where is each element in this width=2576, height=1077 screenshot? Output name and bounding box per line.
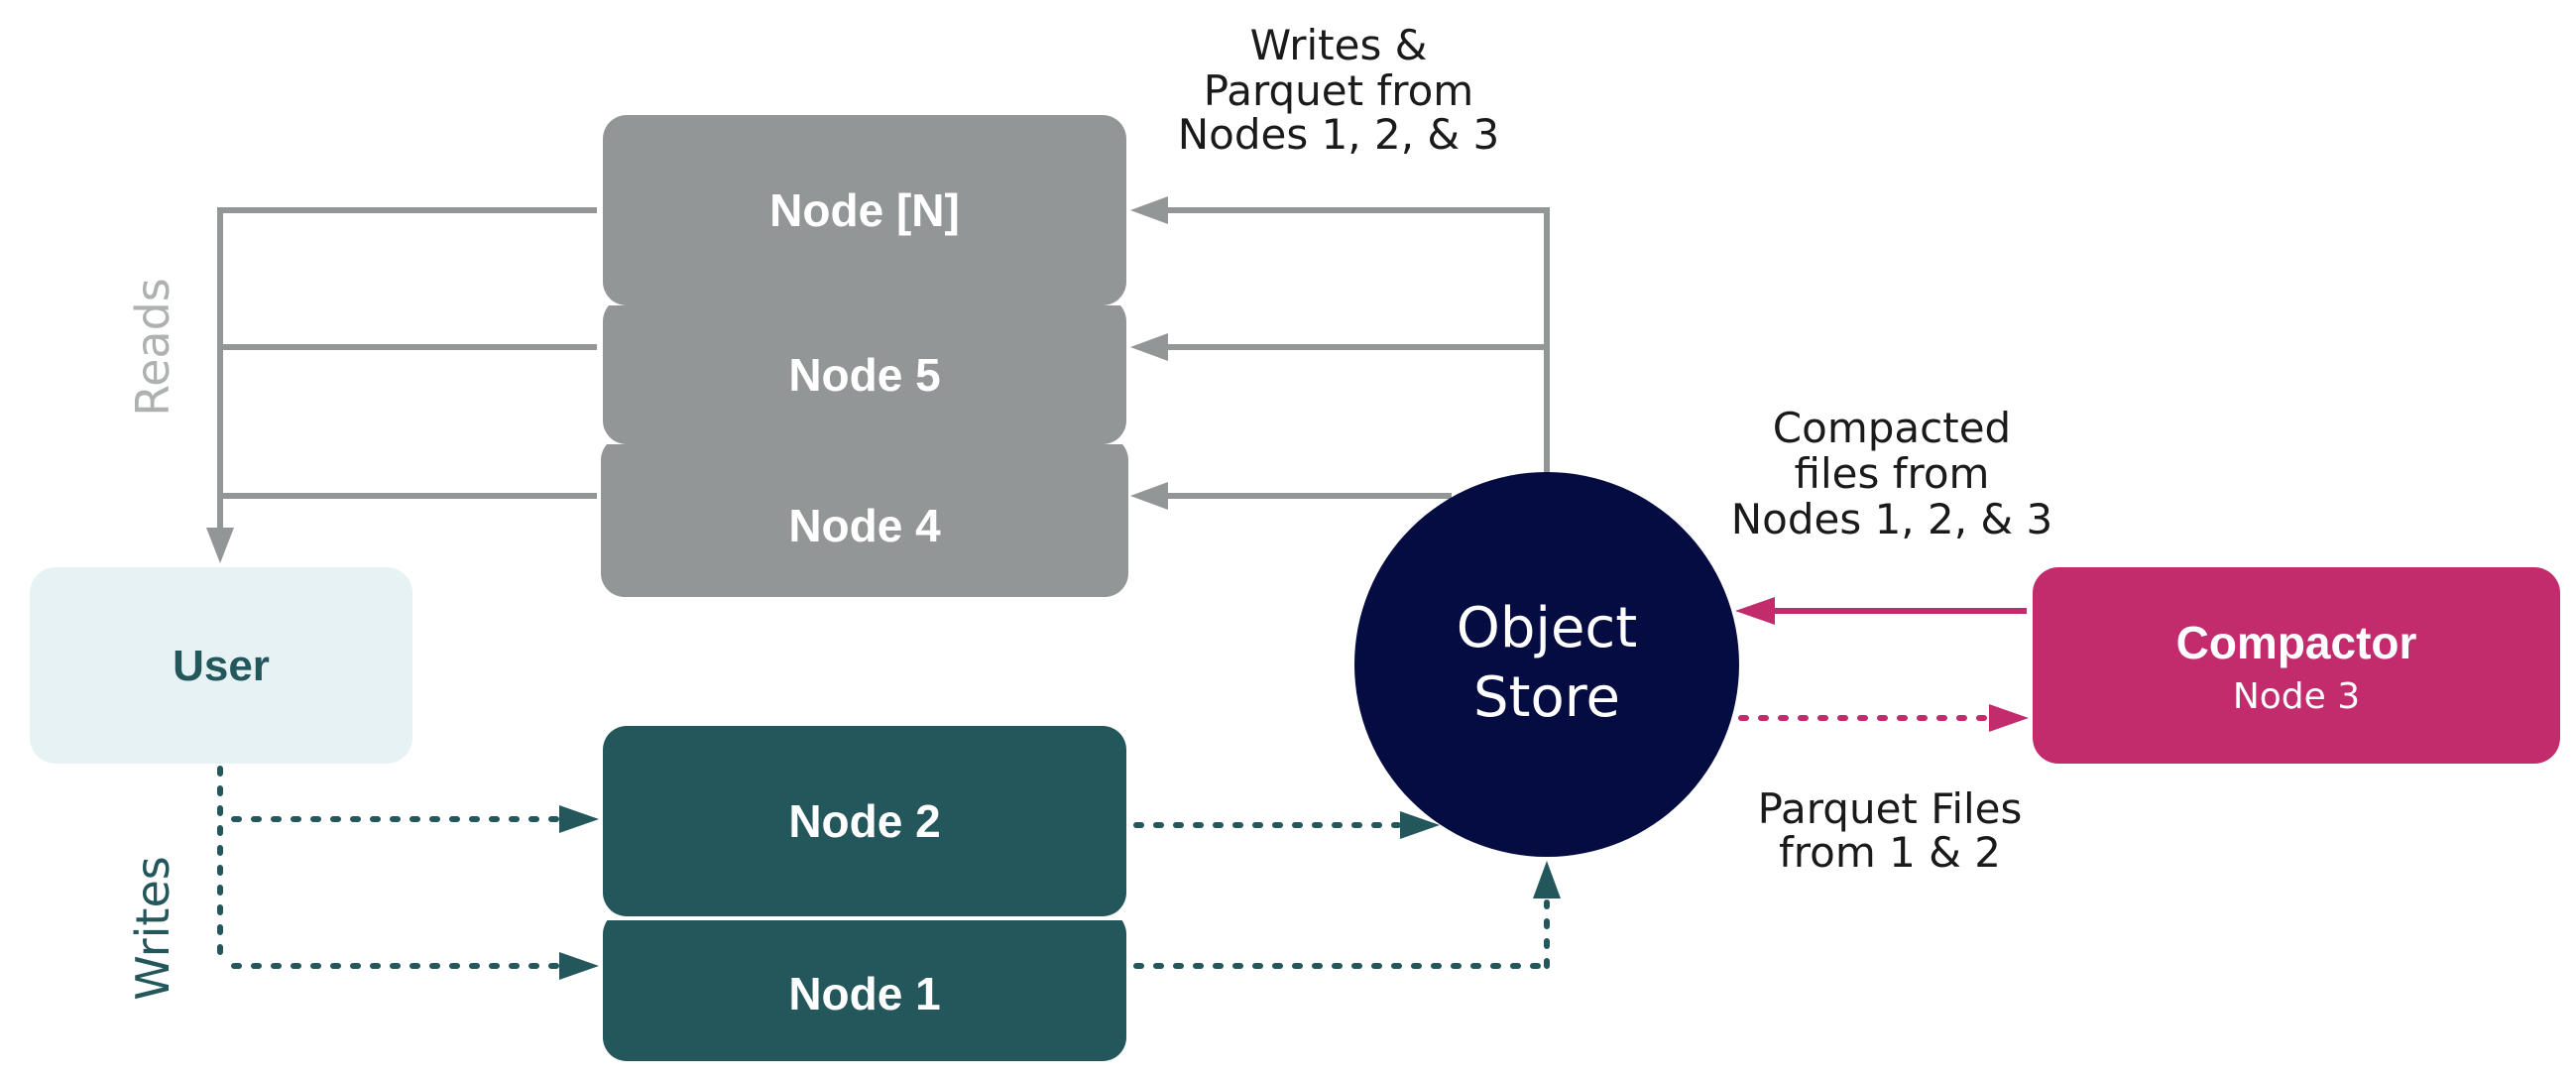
- reads-label: Reads: [126, 278, 179, 417]
- compacted-files-label: Compacted files from Nodes 1, 2, & 3: [1731, 404, 2053, 543]
- write-node-stack: Node 2 Node 1: [603, 726, 1126, 1061]
- writes-parquet-label: Writes & Parquet from Nodes 1, 2, & 3: [1178, 21, 1500, 159]
- object-store-line-2: Store: [1473, 665, 1620, 730]
- compactor-title: Compactor: [2176, 617, 2417, 668]
- writes-connectors: [217, 766, 1550, 970]
- node-1-label: Node 1: [788, 968, 940, 1019]
- writes-parquet-line-3: Nodes 1, 2, & 3: [1178, 110, 1500, 159]
- writes-parquet-line-2: Parquet from: [1204, 66, 1473, 115]
- reads-connectors: [217, 207, 597, 528]
- arrowhead-node-5: [1130, 333, 1168, 361]
- parquet-files-label: Parquet Files from 1 & 2: [1758, 784, 2023, 877]
- arrowhead-node-1-to-store: [1533, 861, 1561, 898]
- node-4-box[interactable]: [601, 436, 1128, 597]
- writes-label: Writes: [126, 856, 179, 1000]
- read-node-stack: Node [N] Node 5 Node 4: [601, 115, 1128, 597]
- arrowhead-node-4: [1130, 482, 1168, 510]
- arrowhead-parquet-to-compactor: [1989, 704, 2029, 732]
- user-box[interactable]: [30, 567, 412, 764]
- node-5-box[interactable]: [603, 298, 1126, 444]
- node-n-box[interactable]: [603, 115, 1126, 305]
- node-2-box[interactable]: [603, 726, 1126, 916]
- node-5-label: Node 5: [788, 349, 940, 401]
- object-store-line-1: Object: [1457, 596, 1637, 660]
- compactor-box[interactable]: [2033, 567, 2560, 764]
- writes-parquet-line-1: Writes &: [1250, 21, 1428, 69]
- object-store-circle[interactable]: [1354, 472, 1739, 857]
- reads-arrowhead: [206, 528, 234, 563]
- arrowhead-compacted-to-store: [1735, 597, 1775, 625]
- arrowhead-to-node-1: [559, 952, 599, 980]
- compacted-line-3: Nodes 1, 2, & 3: [1731, 495, 2053, 543]
- arrowhead-node-2-to-store: [1400, 811, 1440, 839]
- parquet-files-line-2: from 1 & 2: [1779, 828, 2001, 877]
- arrowhead-node-n: [1130, 196, 1168, 224]
- node-n-label: Node [N]: [769, 184, 960, 236]
- user-label: User: [173, 642, 270, 690]
- node-1-box[interactable]: [603, 910, 1126, 1061]
- compacted-line-1: Compacted: [1773, 404, 2011, 452]
- node-4-label: Node 4: [788, 500, 941, 551]
- compactor-subtitle: Node 3: [2233, 676, 2360, 717]
- parquet-writes-connectors: [1166, 207, 1550, 499]
- node-2-label: Node 2: [788, 795, 940, 847]
- compacted-line-2: files from: [1795, 449, 1990, 498]
- arrowhead-to-node-2: [559, 805, 599, 833]
- parquet-files-line-1: Parquet Files: [1758, 784, 2023, 833]
